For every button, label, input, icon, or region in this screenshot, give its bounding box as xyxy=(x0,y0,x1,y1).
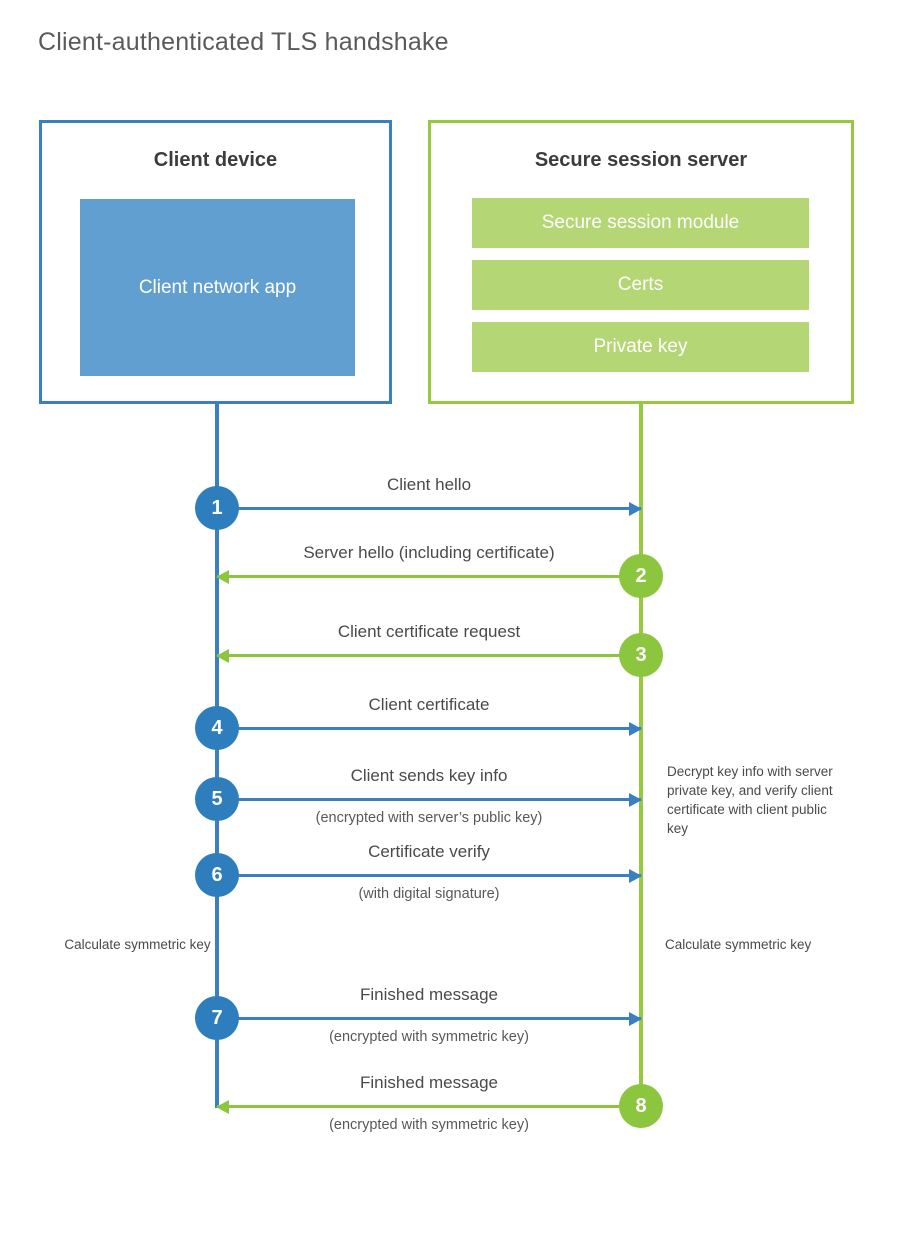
arrow-head-icon xyxy=(629,869,642,883)
client-device-box: Client device Client network app xyxy=(39,120,392,404)
arrow-line xyxy=(217,1105,641,1108)
arrow-line xyxy=(217,798,641,801)
server-lifeline xyxy=(639,404,643,1108)
client-lifeline xyxy=(215,404,219,1108)
arrow-line xyxy=(217,1017,641,1020)
step-badge-8: 8 xyxy=(619,1084,663,1128)
server-component-private-key: Private key xyxy=(472,322,809,372)
arrow-head-icon xyxy=(216,570,229,584)
step-badge-1: 1 xyxy=(195,486,239,530)
message-label-7: Finished message xyxy=(360,985,498,1004)
message-sublabel-5: (encrypted with server’s public key) xyxy=(315,810,543,826)
step-badge-7: 7 xyxy=(195,996,239,1040)
message-label-5: Client sends key info xyxy=(350,766,508,785)
server-decrypt-note: Decrypt key info with server private key… xyxy=(667,764,833,836)
client-device-title: Client device xyxy=(153,149,278,171)
arrow-head-icon xyxy=(629,502,642,516)
arrow-line xyxy=(217,874,641,877)
arrow-line xyxy=(217,507,641,510)
message-sublabel-8: (encrypted with symmetric key) xyxy=(329,1117,529,1133)
arrow-head-icon xyxy=(216,649,229,663)
message-sublabel-6: (with digital signature) xyxy=(358,886,500,902)
arrow-head-icon xyxy=(629,793,642,807)
server-component-secure-session-module: Secure session module xyxy=(472,198,809,248)
secure-session-server-title: Secure session server xyxy=(534,149,748,171)
step-badge-2: 2 xyxy=(619,554,663,598)
message-label-2: Server hello (including certificate) xyxy=(303,543,555,562)
message-sublabel-7: (encrypted with symmetric key) xyxy=(329,1029,529,1045)
message-label-8: Finished message xyxy=(360,1073,498,1092)
message-label-4: Client certificate xyxy=(368,695,490,714)
server-component-certs: Certs xyxy=(472,260,809,310)
step-badge-5: 5 xyxy=(195,777,239,821)
page-title: Client-authenticated TLS handshake xyxy=(38,28,449,56)
arrow-line xyxy=(217,575,641,578)
step-badge-6: 6 xyxy=(195,853,239,897)
message-label-3: Client certificate request xyxy=(337,622,521,641)
arrow-head-icon xyxy=(629,1012,642,1026)
arrow-line xyxy=(217,727,641,730)
arrow-line xyxy=(217,654,641,657)
step-badge-4: 4 xyxy=(195,706,239,750)
client-calculate-symmetric-key-note: Calculate symmetric key xyxy=(64,937,211,952)
step-badge-3: 3 xyxy=(619,633,663,677)
client-network-app-block: Client network app xyxy=(80,199,355,376)
message-label-6: Certificate verify xyxy=(368,842,490,861)
message-label-1: Client hello xyxy=(386,475,472,494)
arrow-head-icon xyxy=(216,1100,229,1114)
secure-session-server-box: Secure session server Secure session mod… xyxy=(428,120,854,404)
arrow-head-icon xyxy=(629,722,642,736)
server-calculate-symmetric-key-note: Calculate symmetric key xyxy=(665,937,812,952)
